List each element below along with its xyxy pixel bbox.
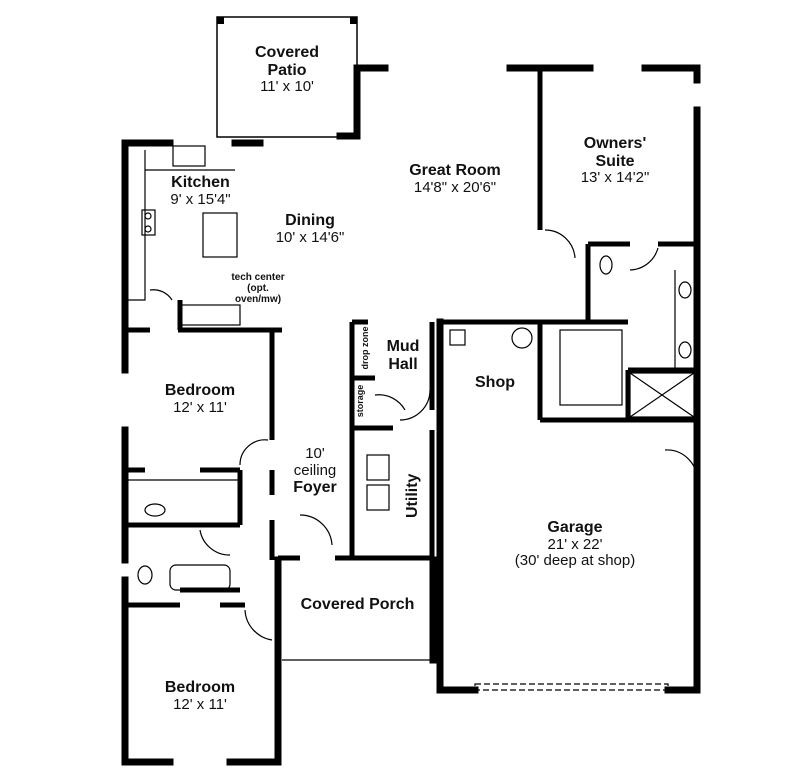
room-shop: Shop bbox=[475, 374, 515, 391]
room-mud-hall: Mud Hall bbox=[386, 338, 420, 373]
door-swings bbox=[149, 229, 698, 641]
room-great-room: Great Room 14'8" x 20'6" bbox=[409, 162, 501, 196]
kitchen-island bbox=[202, 212, 238, 258]
tech-center-note: tech center (opt. oven/mw) bbox=[231, 272, 285, 305]
fixtures bbox=[125, 145, 695, 691]
room-covered-patio: Covered Patio 11' x 10' bbox=[254, 44, 320, 96]
drop-zone-label: drop zone bbox=[360, 326, 370, 370]
room-covered-porch: Covered Porch bbox=[300, 596, 415, 613]
interior-walls bbox=[125, 68, 697, 608]
storage-label: storage bbox=[355, 384, 365, 418]
room-foyer: 10' ceiling Foyer bbox=[293, 445, 337, 496]
room-garage: Garage 21' x 22' (30' deep at shop) bbox=[514, 519, 636, 570]
room-bedroom-2: Bedroom 12' x 11' bbox=[164, 679, 236, 713]
room-bedroom-1: Bedroom 12' x 11' bbox=[164, 382, 236, 416]
room-utility: Utility bbox=[404, 473, 421, 518]
room-dining: Dining 10' x 14'6" bbox=[275, 212, 345, 246]
room-owners-suite: Owners' Suite 13' x 14'2" bbox=[580, 135, 650, 187]
room-kitchen: Kitchen 9' x 15'4" bbox=[170, 174, 231, 208]
